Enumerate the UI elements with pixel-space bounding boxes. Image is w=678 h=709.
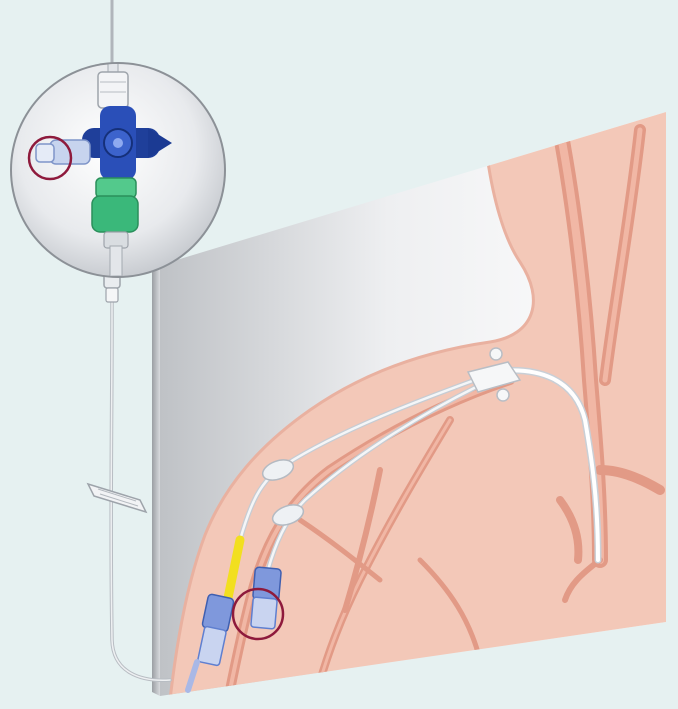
roller-clamp <box>88 484 146 512</box>
panel-side-edge <box>152 262 160 696</box>
magnified-inset <box>10 60 226 278</box>
drip-connector <box>98 72 128 108</box>
needle-free-port <box>36 140 90 164</box>
